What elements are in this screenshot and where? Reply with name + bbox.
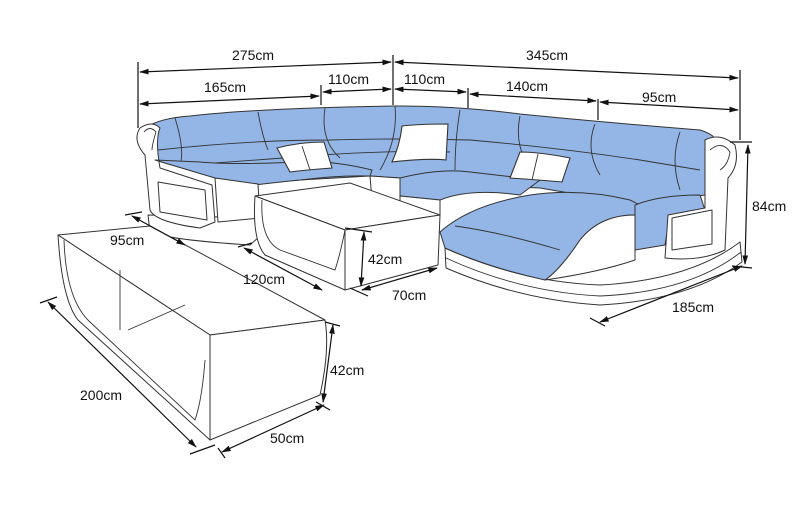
dim-sofa-right-seg3: 95cm bbox=[642, 89, 677, 105]
pillow-right bbox=[509, 151, 571, 183]
sectional-sofa bbox=[136, 105, 743, 306]
dim-sofa-height: 84cm bbox=[752, 198, 787, 214]
dim-bench-length: 200cm bbox=[80, 387, 123, 403]
dim-table-height: 42cm bbox=[368, 251, 403, 267]
dim-seat-depth: 95cm bbox=[110, 232, 145, 248]
pillow-left bbox=[276, 141, 333, 173]
dim-sofa-right-seg1: 110cm bbox=[404, 71, 445, 87]
dim-chaise-depth: 185cm bbox=[672, 299, 715, 315]
dim-table-length: 120cm bbox=[243, 271, 286, 287]
dim-sofa-left-seg2: 110cm bbox=[328, 71, 369, 87]
pillow-corner bbox=[391, 123, 449, 163]
dim-sofa-right-seg2: 140cm bbox=[506, 78, 549, 94]
dim-sofa-right-total: 345cm bbox=[526, 47, 569, 63]
dim-bench-width: 50cm bbox=[270, 430, 305, 446]
dim-table-width: 70cm bbox=[392, 287, 427, 303]
dimension-lines bbox=[39, 55, 753, 459]
dim-sofa-left-total: 275cm bbox=[232, 47, 275, 63]
dim-bench-height: 42cm bbox=[330, 362, 365, 378]
middle-seat bbox=[399, 170, 541, 201]
dim-sofa-left-seg1: 165cm bbox=[204, 79, 247, 95]
